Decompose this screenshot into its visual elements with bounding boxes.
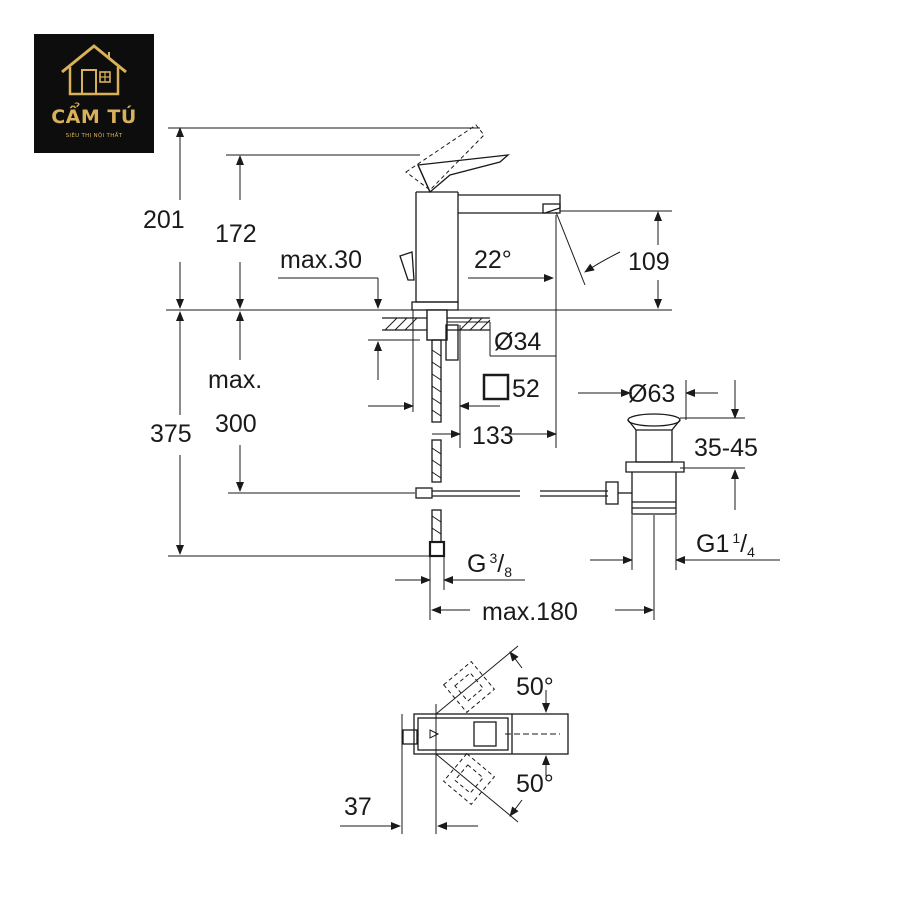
dim-35-45: 35-45 xyxy=(694,434,758,462)
popup-waste xyxy=(618,413,685,515)
brand-tagline: SIÊU THỊ NỘI THẤT xyxy=(65,133,123,139)
dim-300: 300 xyxy=(215,410,257,438)
extension-lines xyxy=(166,127,672,557)
brand-name: CẨM TÚ xyxy=(51,106,137,128)
square-symbol xyxy=(482,373,510,401)
dim-max-label: max. xyxy=(208,366,262,394)
dim-max30: max.30 xyxy=(280,246,362,274)
dimension-arrows xyxy=(176,127,780,620)
dim-max180: max.180 xyxy=(482,598,578,626)
top-view xyxy=(340,645,569,834)
dim-172: 172 xyxy=(215,220,257,248)
dim-angle-22: 22° xyxy=(474,246,512,274)
dim-square52: 52 xyxy=(512,375,540,403)
dim-109: 109 xyxy=(628,248,670,276)
dim-133: 133 xyxy=(472,422,514,450)
dim-375: 375 xyxy=(150,420,192,448)
house-icon xyxy=(61,44,127,96)
dim-dia34: Ø34 xyxy=(494,328,541,356)
dim-201: 201 xyxy=(143,206,185,234)
brand-logo: CẨM TÚ SIÊU THỊ NỘI THẤT xyxy=(34,34,154,153)
dim-37: 37 xyxy=(344,793,372,821)
dim-dia63: Ø63 xyxy=(628,380,675,408)
dim-angle-50-top: 50° xyxy=(516,673,554,701)
dim-angle-50-bottom: 50° xyxy=(516,770,554,798)
faucet-body xyxy=(382,124,619,558)
